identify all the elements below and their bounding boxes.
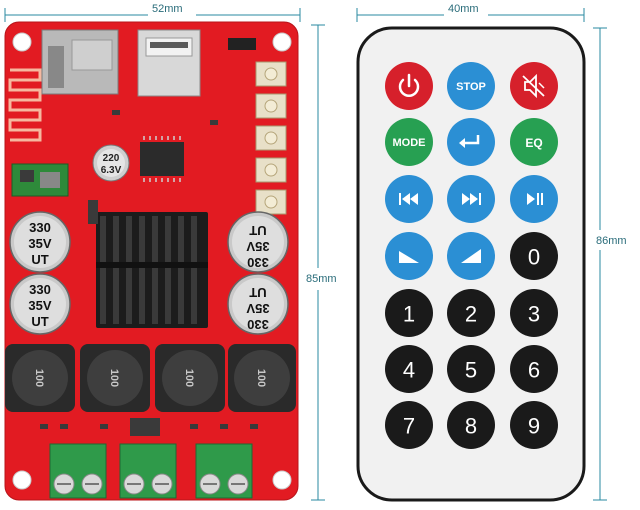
svg-text:330: 330 (29, 220, 51, 235)
digit-9-label: 9 (528, 414, 540, 439)
board-width-label: 52mm (152, 3, 183, 15)
small-capacitor: 220 6.3V (92, 144, 130, 182)
volume-up-button[interactable] (447, 232, 495, 280)
svg-text:35V: 35V (246, 301, 269, 316)
remote-width-label: 40mm (448, 3, 479, 15)
svg-text:330: 330 (247, 317, 269, 332)
amplifier-board: 220 6.3V 330 35V UT 330 35V UT 330 3 (4, 21, 299, 501)
digit-1-label: 1 (403, 302, 415, 327)
svg-text:UT: UT (31, 252, 48, 267)
play-pause-button[interactable] (510, 175, 558, 223)
mounting-hole (12, 32, 32, 52)
digit-8-label: 8 (465, 414, 477, 439)
inductor: 100 (5, 344, 75, 412)
svg-text:UT: UT (249, 285, 266, 300)
mode-button[interactable]: MODE (385, 118, 433, 166)
svg-text:UT: UT (31, 314, 48, 329)
screw-terminal (119, 443, 177, 499)
return-button[interactable] (447, 118, 495, 166)
svg-text:100: 100 (33, 369, 45, 387)
svg-text:UT: UT (249, 223, 266, 238)
mounting-hole (12, 470, 32, 490)
remote-height-label: 86mm (596, 235, 627, 247)
digit-3-button[interactable]: 3 (510, 289, 558, 337)
digit-5-label: 5 (465, 358, 477, 383)
play-pause-icon (527, 193, 543, 205)
digit-6-button[interactable]: 6 (510, 345, 558, 393)
volume-down-button[interactable] (385, 232, 433, 280)
svg-text:100: 100 (255, 369, 267, 387)
large-capacitor: 330 35V UT (9, 273, 71, 335)
stop-button[interactable]: STOP (447, 62, 495, 110)
eq-button[interactable]: EQ (510, 118, 558, 166)
svg-text:100: 100 (183, 369, 195, 387)
return-icon (459, 135, 480, 148)
digit-1-button[interactable]: 1 (385, 289, 433, 337)
volume-up-icon (461, 249, 481, 263)
svg-text:6.3V: 6.3V (101, 165, 122, 176)
large-capacitor: 330 35V UT (9, 211, 71, 273)
mute-icon (522, 73, 545, 99)
mounting-hole (272, 470, 292, 490)
svg-text:220: 220 (103, 153, 120, 164)
mode-label: MODE (393, 137, 426, 149)
svg-text:330: 330 (247, 255, 269, 270)
stop-label: STOP (456, 81, 486, 93)
previous-icon (399, 193, 418, 205)
digit-4-label: 4 (403, 358, 415, 383)
antenna-trace (8, 68, 42, 142)
large-capacitor: 330 35V UT (227, 211, 289, 273)
svg-text:100: 100 (108, 369, 120, 387)
svg-text:35V: 35V (28, 298, 51, 313)
digit-7-button[interactable]: 7 (385, 401, 433, 449)
screw-terminal (49, 443, 107, 499)
next-button[interactable] (447, 175, 495, 223)
digit-2-label: 2 (465, 302, 477, 327)
tactile-buttons (255, 61, 287, 215)
board-height-label: 85mm (306, 273, 337, 285)
heatsink (96, 212, 208, 328)
previous-button[interactable] (385, 175, 433, 223)
digit-7-label: 7 (403, 414, 415, 439)
dimension-lines (4, 8, 607, 501)
mounting-hole (272, 32, 292, 52)
svg-text:330: 330 (29, 282, 51, 297)
digit-3-label: 3 (528, 302, 540, 327)
next-icon (462, 193, 481, 205)
digit-6-label: 6 (528, 358, 540, 383)
inductor: 100 (228, 344, 296, 412)
screw-terminal (195, 443, 253, 499)
eq-label: EQ (525, 136, 542, 150)
remote-control: STOP MODE EQ 0 1 2 3 4 5 6 7 8 9 (356, 26, 586, 502)
volume-down-icon (399, 251, 419, 263)
digit-0-button[interactable]: 0 (510, 232, 558, 280)
digit-8-button[interactable]: 8 (447, 401, 495, 449)
power-button[interactable] (385, 62, 433, 110)
digit-5-button[interactable]: 5 (447, 345, 495, 393)
large-capacitor: 330 35V UT (227, 273, 289, 335)
power-icon (398, 73, 420, 97)
inductor: 100 (80, 344, 150, 412)
ic-chip (140, 142, 184, 176)
inductor: 100 (155, 344, 225, 412)
mute-button[interactable] (510, 62, 558, 110)
digit-0-label: 0 (528, 245, 540, 270)
digit-9-button[interactable]: 9 (510, 401, 558, 449)
svg-text:35V: 35V (28, 236, 51, 251)
digit-4-button[interactable]: 4 (385, 345, 433, 393)
digit-2-button[interactable]: 2 (447, 289, 495, 337)
svg-text:35V: 35V (246, 239, 269, 254)
